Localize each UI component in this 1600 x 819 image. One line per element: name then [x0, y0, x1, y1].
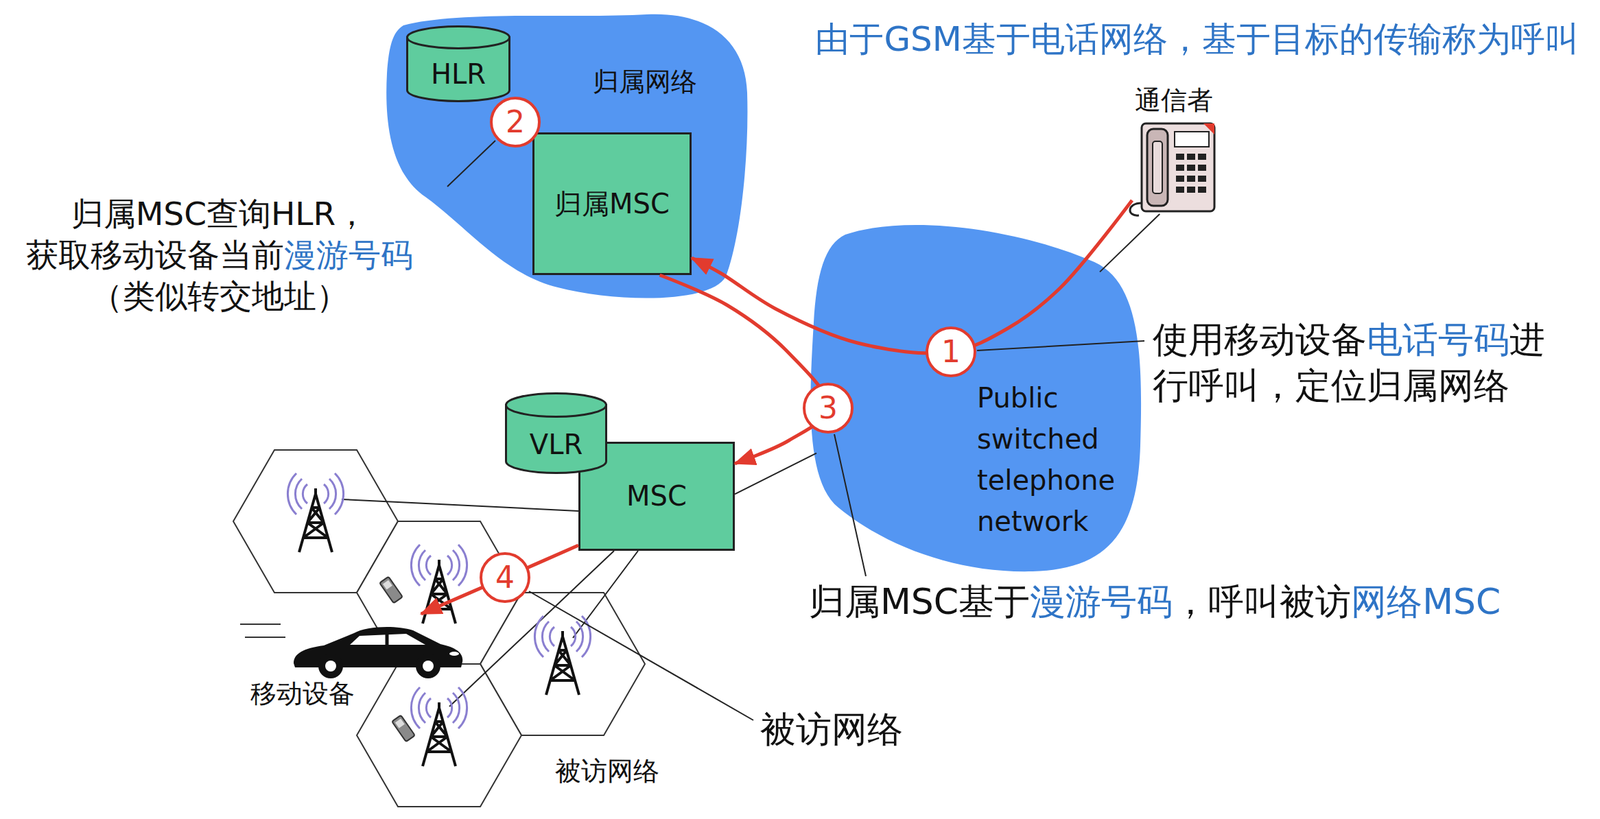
cell-phone: [391, 715, 416, 743]
text-line: 归属MSC查询HLR，: [26, 193, 414, 235]
annotation-text: 被访网络: [760, 708, 903, 750]
node-outline: [382, 10, 750, 302]
network-cloud: Public switched telephone network: [802, 219, 1146, 574]
speed-line: [240, 623, 281, 626]
speed-lines: [240, 624, 286, 638]
text-group: 使用移动设备电话号码进行呼叫，定位归属网络: [1152, 316, 1560, 409]
text-group: 归属MSC基于漫游号码，呼叫被访网络MSC: [808, 580, 1501, 623]
wire: [449, 550, 615, 707]
caller-phone: 通信者: [1132, 122, 1216, 215]
node-label: MSC: [626, 480, 687, 513]
annotation-text: ，呼叫被访: [1172, 581, 1351, 623]
link-line: [1099, 214, 1160, 272]
title-holder: 由于GSM基于电话网络，基于目标的传输称为呼叫: [815, 17, 1580, 61]
node-label: 归属MSC: [554, 187, 670, 221]
cylinder-shape: [506, 393, 607, 474]
node-label: Public switched telephone network: [977, 377, 1142, 543]
cell-hexagon: [356, 664, 522, 807]
annotation-text: 网络MSC: [1350, 581, 1501, 623]
call-arrow: [660, 275, 829, 464]
annotation-text: 归属MSC查询HLR，: [71, 194, 368, 233]
cylinder-shape: [407, 26, 510, 102]
annotation-text: 获取移动设备当前: [26, 236, 285, 274]
car: [293, 627, 463, 679]
text-line: 被访网络: [555, 756, 660, 787]
node-label: VLR: [529, 428, 583, 462]
database-cylinder: VLR: [504, 392, 608, 475]
cell-phone: [379, 577, 403, 604]
callout-number: 3: [802, 382, 854, 434]
annotation-text: （类似转交地址）: [90, 277, 349, 315]
text-group: 被访网络: [760, 708, 903, 751]
network-cloud: 归属网络 HLR 归属MSC: [382, 10, 750, 302]
node-outline: [802, 219, 1146, 574]
annotation-text: 被访网络: [555, 756, 660, 787]
node-label: 归属网络: [576, 66, 714, 97]
callout-number: 2: [489, 96, 541, 148]
cell-tower: [534, 616, 591, 696]
badge-holder: 1: [925, 326, 977, 378]
annotation-text: 归属MSC基于: [808, 581, 1030, 623]
text-line: 使用移动设备电话号码进行呼叫，定位归属网络: [1152, 316, 1560, 409]
text-line: 归属MSC基于漫游号码，呼叫被访网络MSC: [808, 580, 1501, 623]
cell-tower: [410, 544, 467, 624]
text-line: 被访网络: [760, 708, 903, 751]
badge-holder: 4: [479, 552, 531, 604]
cell-tower: [410, 687, 467, 767]
cloud-shape: [386, 14, 748, 299]
text-group: 归属MSC查询HLR，获取移动设备当前漫游号码（类似转交地址）: [26, 193, 414, 317]
database-cylinder: HLR: [406, 25, 511, 103]
wire: [572, 550, 639, 639]
badge-holder: 3: [802, 382, 854, 434]
annotation-text: 漫游号码: [284, 236, 414, 274]
annotation-text: 电话号码: [1366, 319, 1510, 361]
box-shape: [579, 443, 735, 551]
annotation-text: 使用移动设备: [1152, 319, 1367, 361]
desk-phone: [1130, 123, 1215, 216]
callout-number: 1: [925, 326, 977, 378]
wire: [341, 499, 579, 512]
text-line: 获取移动设备当前漫游号码: [26, 234, 414, 276]
link-line: [734, 453, 817, 495]
leader-line: [528, 591, 754, 721]
cloud-shape: [810, 225, 1142, 572]
annotation-text: 漫游号码: [1029, 581, 1173, 623]
text-line: （类似转交地址）: [26, 275, 414, 317]
slide-title: 由于GSM基于电话网络，基于目标的传输称为呼叫: [815, 17, 1580, 61]
cell-tower: [287, 473, 344, 553]
switch-box: MSC: [578, 441, 735, 551]
node-label: HLR: [430, 58, 486, 91]
call-arrow: [421, 545, 579, 615]
callout-number: 4: [479, 552, 531, 604]
switch-box: 归属MSC: [532, 132, 692, 276]
box-shape: [533, 133, 691, 275]
node-label: 移动设备: [215, 678, 390, 709]
node-label: 通信者: [1118, 85, 1230, 116]
text-group: 被访网络: [555, 756, 660, 787]
mobile-car: 移动设备: [290, 614, 465, 680]
speed-line: [244, 636, 286, 639]
text-group: 2: [489, 96, 541, 148]
